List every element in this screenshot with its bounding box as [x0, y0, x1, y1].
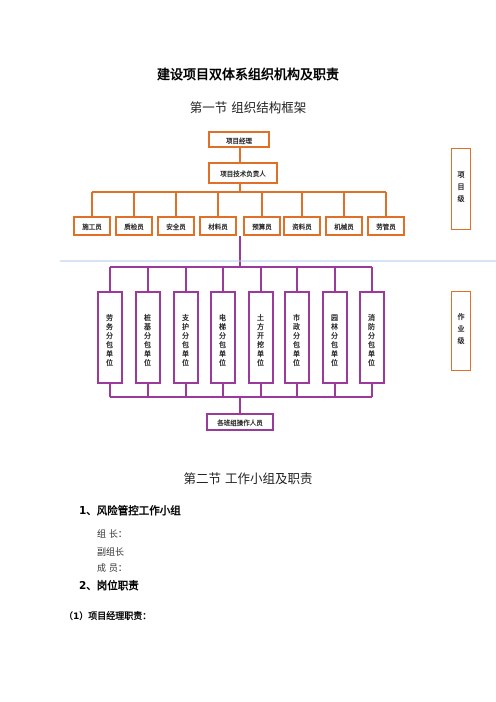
group-heading: 1、风险管控工作小组: [79, 505, 181, 517]
subcontractor-box: 支护分包单位: [173, 291, 199, 384]
section-heading-2: 第二节 工作小组及职责: [183, 471, 313, 486]
staff-box: 安全员: [157, 216, 195, 236]
members-line: 成 员：: [97, 564, 127, 574]
section-heading-1: 第一节 组织结构框架: [189, 100, 307, 115]
pm-duties-heading: （1）项目经理职责：: [64, 612, 152, 622]
subcontractor-box: 电梯分包单位: [210, 291, 236, 384]
staff-box: 机械员: [325, 216, 363, 236]
staff-box: 施工员: [73, 216, 111, 236]
group-leader-line: 组 长：: [97, 530, 127, 540]
subcontractor-box: 桩基分包单位: [135, 291, 161, 384]
staff-box: 劳管员: [367, 216, 405, 236]
project-manager-box: 项目经理: [208, 131, 270, 148]
team-workers-box: 各班组操作人员: [206, 413, 274, 431]
subcontractor-box: 土方开挖单位: [248, 291, 274, 384]
subcontractor-box: 园林分包单位: [322, 291, 348, 384]
staff-box: 质检员: [115, 216, 153, 236]
operation-level-label: 作业级: [451, 291, 471, 371]
staff-box: 资料员: [283, 216, 321, 236]
technical-lead-box: 项目技术负责人: [208, 162, 278, 184]
staff-box: 预算员: [243, 216, 281, 236]
page-title: 建设项目双体系组织机构及职责: [156, 68, 339, 83]
subcontractor-box: 消防分包单位: [359, 291, 385, 384]
project-level-label: 项目级: [451, 148, 471, 230]
subcontractor-box: 市政分包单位: [284, 291, 310, 384]
subcontractor-box: 劳务分包单位: [97, 291, 123, 384]
duties-heading: 2、岗位职责: [79, 580, 139, 592]
deputy-leader-line: 副组长: [97, 548, 125, 558]
staff-box: 材料员: [199, 216, 237, 236]
